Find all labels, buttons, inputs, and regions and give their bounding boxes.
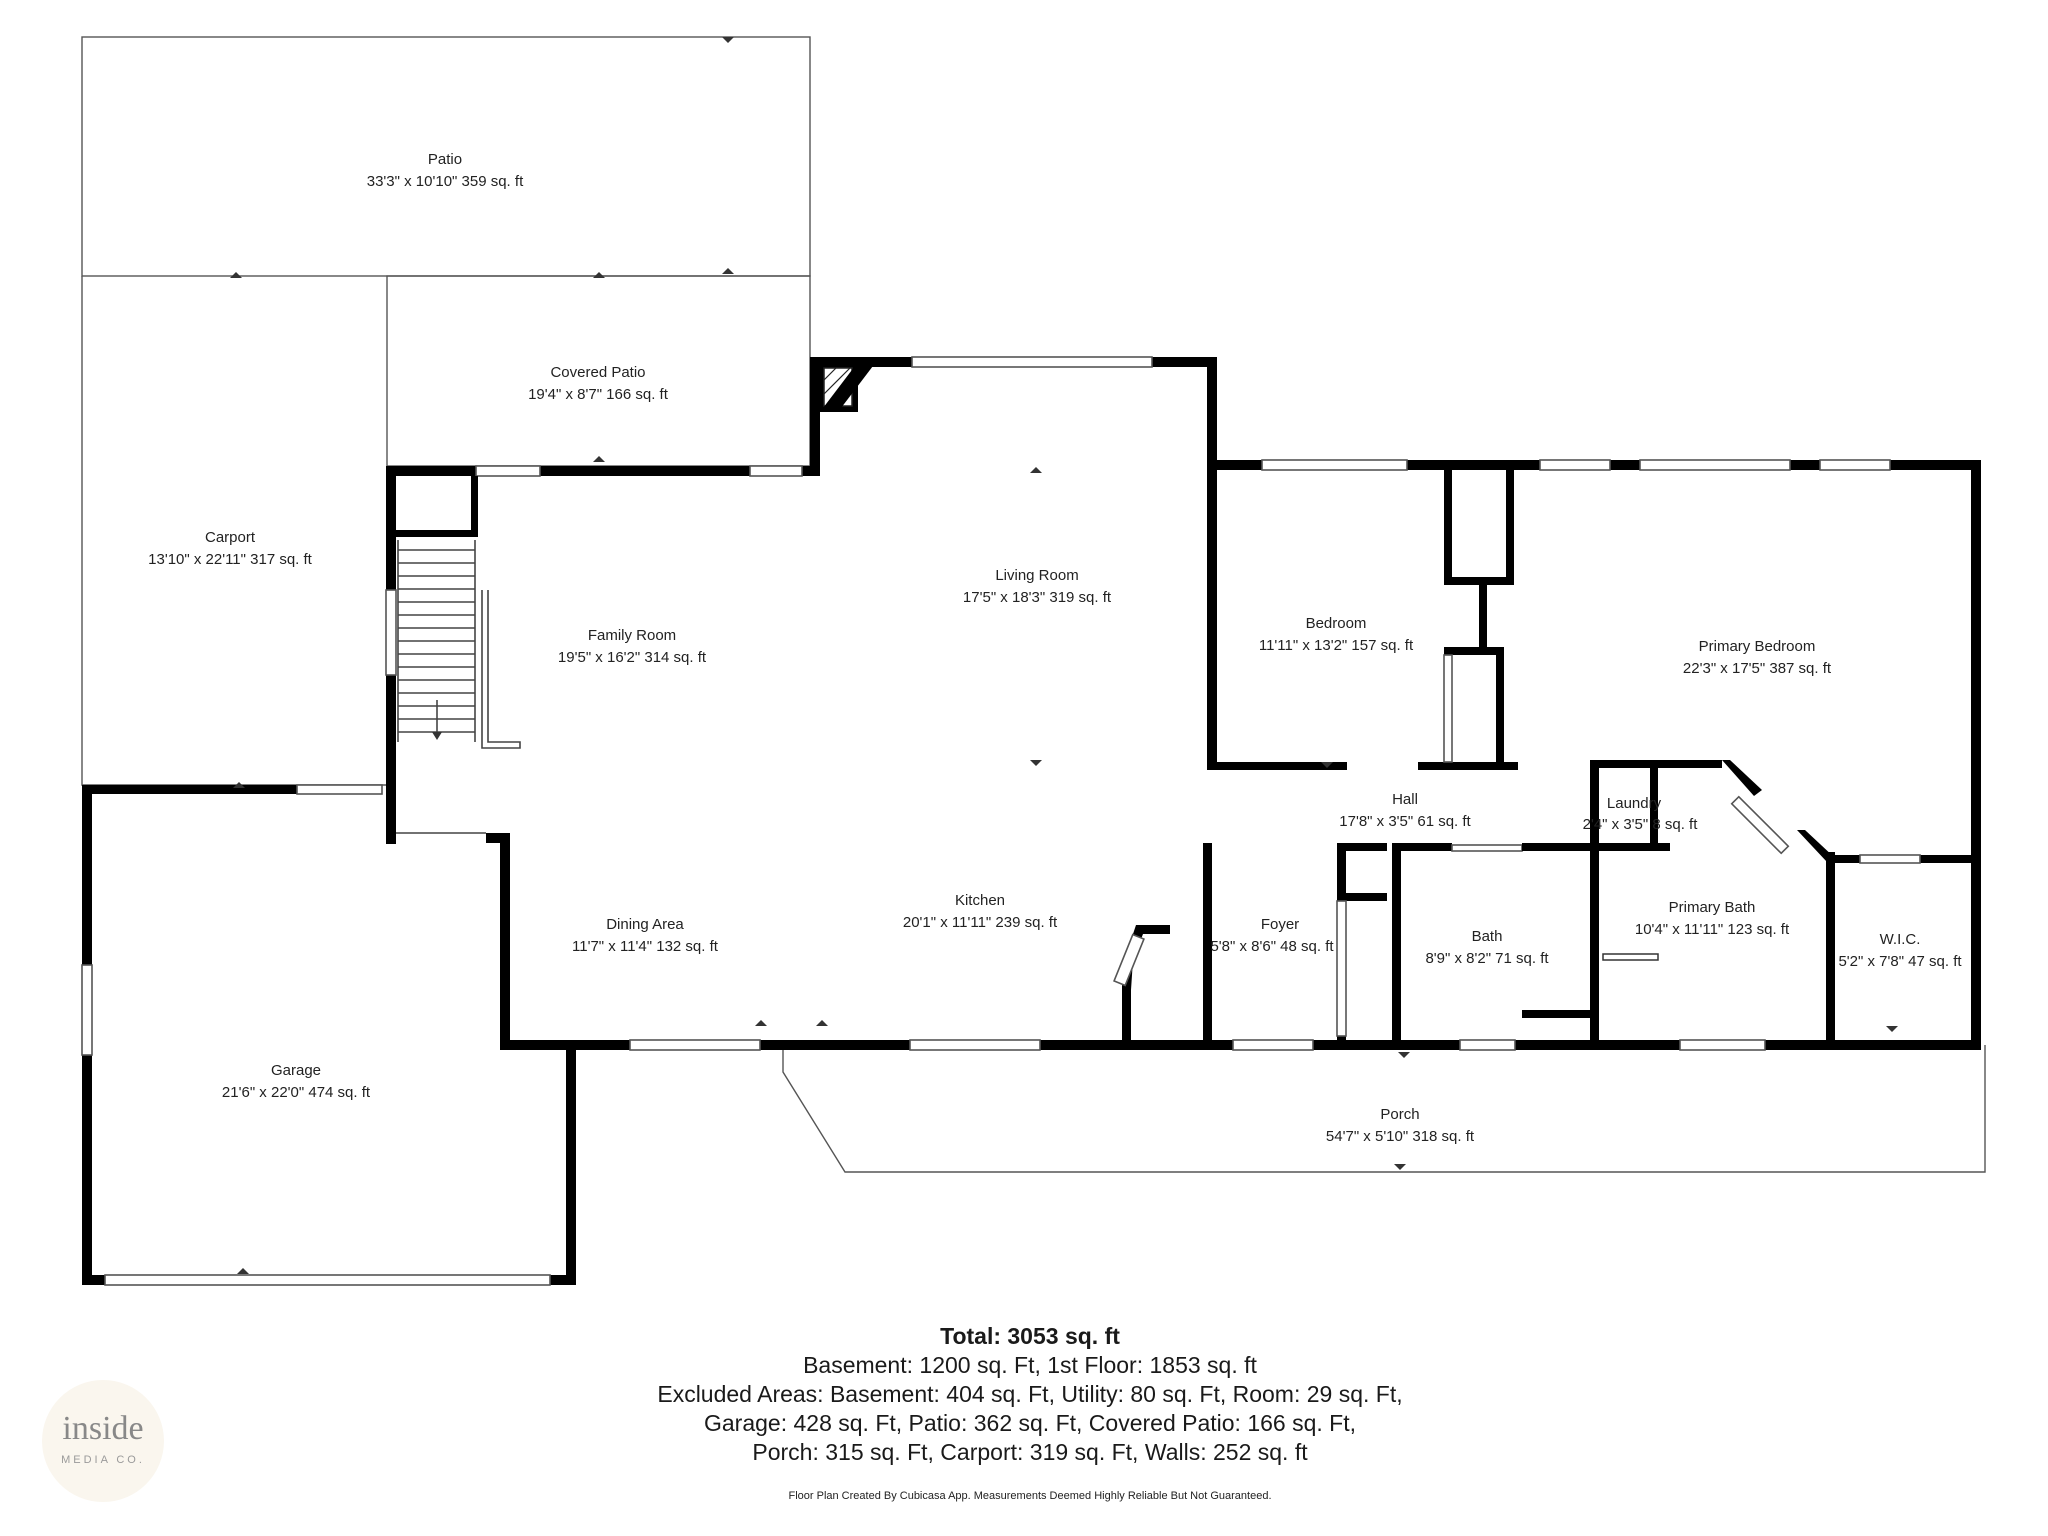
room-name: Covered Patio [550,364,645,381]
room-dims: 5'8" x 8'6" 48 sq. ft [1210,938,1334,955]
area-summary: Total: 3053 sq. ft Basement: 1200 sq. Ft… [560,1322,1500,1467]
room-dims: 19'4" x 8'7" 166 sq. ft [528,386,669,403]
room-name: Foyer [1261,916,1299,933]
room-name: W.I.C. [1880,931,1921,948]
room-name: Family Room [588,627,676,644]
room-label-kitchen: Kitchen 20'1" x 11'11" 239 sq. ft [903,892,1058,931]
porch-outline [782,1045,1986,1173]
room-name: Primary Bath [1669,899,1756,916]
room-name: Hall [1392,791,1418,808]
room-label-patio: Patio 33'3" x 10'10" 359 sq. ft [367,151,524,190]
room-label-foyer: Foyer 5'8" x 8'6" 48 sq. ft [1210,916,1334,955]
disclaimer: Floor Plan Created By Cubicasa App. Meas… [788,1490,1272,1502]
room-dims: 11'7" x 11'4" 132 sq. ft [572,938,719,955]
house-exterior-walls [386,356,1981,1051]
summary-line: Excluded Areas: Basement: 404 sq. Ft, Ut… [657,1381,1403,1407]
room-dims: 33'3" x 10'10" 359 sq. ft [367,173,524,190]
room-label-hall: Hall 17'8" x 3'5" 61 sq. ft [1339,791,1471,830]
room-dims: 5'2" x 7'8" 47 sq. ft [1838,953,1962,970]
room-name: Patio [428,151,462,168]
room-dims: 2'4" x 3'5" 8 sq. ft [1583,816,1699,833]
room-name: Kitchen [955,892,1005,909]
room-label-family-room: Family Room 19'5" x 16'2" 314 sq. ft [558,627,707,666]
room-dims: 13'10" x 22'11" 317 sq. ft [148,551,313,568]
summary-line: Basement: 1200 sq. Ft, 1st Floor: 1853 s… [803,1352,1257,1378]
room-dims: 22'3" x 17'5" 387 sq. ft [1683,660,1832,677]
room-dims: 17'8" x 3'5" 61 sq. ft [1339,813,1471,830]
interior-walls [1113,760,1976,1050]
summary-line: Porch: 315 sq. Ft, Carport: 319 sq. Ft, … [752,1439,1308,1465]
room-dims: 21'6" x 22'0" 474 sq. ft [222,1084,371,1101]
room-dims: 10'4" x 11'11" 123 sq. ft [1635,921,1790,938]
room-label-wic: W.I.C. 5'2" x 7'8" 47 sq. ft [1838,931,1962,970]
room-name: Dining Area [606,916,684,933]
room-label-dining-area: Dining Area 11'7" x 11'4" 132 sq. ft [572,916,719,955]
room-label-laundry: Laundry 2'4" x 3'5" 8 sq. ft [1583,795,1699,833]
room-label-primary-bath: Primary Bath 10'4" x 11'11" 123 sq. ft [1635,899,1790,938]
room-label-garage: Garage 21'6" x 22'0" 474 sq. ft [222,1062,371,1101]
bedroom-walls [1207,460,1518,770]
total-area: Total: 3053 sq. ft [940,1323,1120,1349]
brand-logo: inside MEDIA CO. [42,1380,164,1502]
room-dims: 20'1" x 11'11" 239 sq. ft [903,914,1058,931]
room-dims: 17'5" x 18'3" 319 sq. ft [963,589,1112,606]
room-name: Porch [1380,1106,1419,1123]
room-name: Carport [205,529,256,546]
room-label-covered-patio: Covered Patio 19'4" x 8'7" 166 sq. ft [528,364,669,403]
room-name: Laundry [1607,795,1662,812]
room-name: Garage [271,1062,321,1079]
room-label-primary-bedroom: Primary Bedroom 22'3" x 17'5" 387 sq. ft [1683,638,1832,677]
room-name: Primary Bedroom [1699,638,1816,655]
room-label-bedroom: Bedroom 11'11" x 13'2" 157 sq. ft [1259,615,1414,654]
logo-brand: inside [62,1410,144,1447]
room-dims: 8'9" x 8'2" 71 sq. ft [1425,950,1549,967]
room-label-porch: Porch 54'7" x 5'10" 318 sq. ft [1326,1106,1475,1145]
room-dims: 54'7" x 5'10" 318 sq. ft [1326,1128,1475,1145]
room-dims: 19'5" x 16'2" 314 sq. ft [558,649,707,666]
room-name: Living Room [995,567,1078,584]
stairs [385,466,521,844]
room-name: Bath [1472,928,1503,945]
dimension-ticks [230,37,1898,1274]
logo-subtitle: MEDIA CO. [61,1454,145,1466]
room-label-living-room: Living Room 17'5" x 18'3" 319 sq. ft [963,567,1112,606]
room-label-carport: Carport 13'10" x 22'11" 317 sq. ft [148,529,313,568]
room-dims: 11'11" x 13'2" 157 sq. ft [1259,637,1414,654]
summary-line: Garage: 428 sq. Ft, Patio: 362 sq. Ft, C… [703,1410,1356,1436]
room-label-bath: Bath 8'9" x 8'2" 71 sq. ft [1425,928,1549,967]
room-name: Bedroom [1306,615,1367,632]
